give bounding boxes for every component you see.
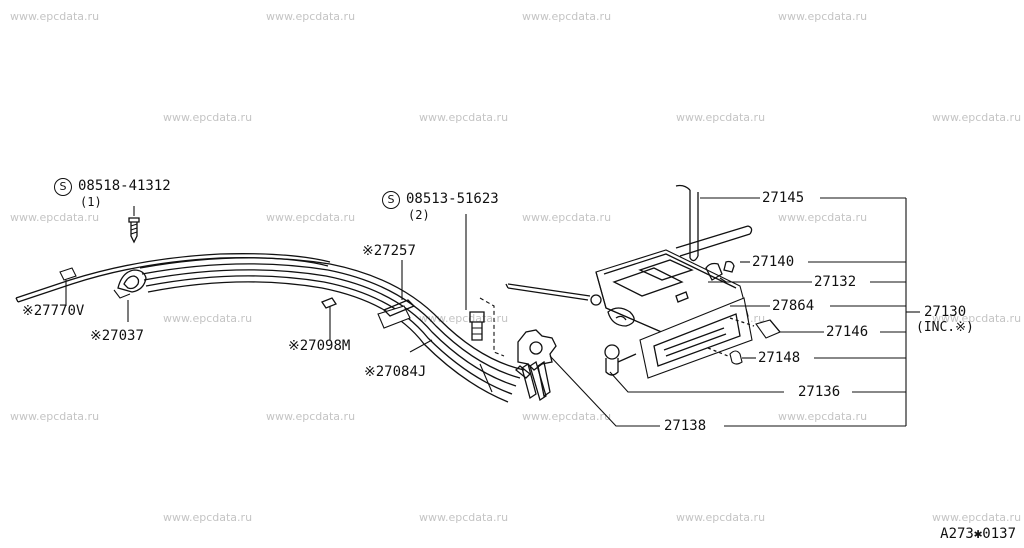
part-number-27138: 27138	[664, 418, 707, 434]
part-number-27136: 27136	[798, 384, 841, 400]
part-27136-drawing	[604, 344, 784, 393]
watermark: www.epcdata.ru	[932, 111, 1022, 124]
standard-part-mark-icon: S	[382, 191, 400, 209]
lever-27138-drawing	[517, 329, 660, 427]
standard-part-mark-icon: S	[54, 178, 72, 196]
part-number-27037: ※27037	[90, 328, 144, 344]
watermark: www.epcdata.ru	[163, 511, 253, 524]
quantity-08518-41312: (1)	[80, 195, 102, 209]
cable-27770v-drawing	[15, 253, 331, 306]
part-number-27148: 27148	[758, 350, 801, 366]
part-number-27132: 27132	[814, 274, 857, 290]
watermark: www.epcdata.ru	[10, 10, 100, 23]
watermark: www.epcdata.ru	[419, 111, 509, 124]
watermark: www.epcdata.ru	[676, 511, 766, 524]
watermark: www.epcdata.ru	[10, 410, 100, 423]
watermark: www.epcdata.ru	[266, 211, 356, 224]
control-rod-drawing	[505, 283, 602, 306]
screw-08513-51623-drawing	[465, 214, 505, 357]
part-number-27145: 27145	[762, 190, 805, 206]
watermark: www.epcdata.ru	[522, 211, 612, 224]
watermark: www.epcdata.ru	[778, 10, 868, 23]
rod-27145-drawing	[675, 184, 699, 262]
watermark: www.epcdata.ru	[10, 211, 100, 224]
watermark: www.epcdata.ru	[932, 511, 1022, 524]
watermark: www.epcdata.ru	[522, 10, 612, 23]
watermark: www.epcdata.ru	[266, 10, 356, 23]
part-number-08513-51623: 08513-51623	[406, 191, 499, 207]
part-number-27770v: ※27770V	[22, 303, 85, 319]
knob-27148-drawing	[707, 347, 743, 365]
part-number-08518-41312: 08518-41312	[78, 178, 171, 194]
part-note-27130: (INC.※)	[916, 320, 974, 335]
part-number-27130: 27130	[924, 304, 967, 320]
watermark: www.epcdata.ru	[522, 410, 612, 423]
clip-27037-drawing	[113, 269, 147, 322]
watermark: www.epcdata.ru	[266, 410, 356, 423]
clamp-27257-drawing	[377, 260, 416, 329]
clip-27098m-drawing	[321, 297, 337, 340]
cable-bundle-drawing	[139, 257, 551, 403]
screw-08518-41312-drawing	[128, 206, 140, 244]
part-number-27146: 27146	[826, 324, 869, 340]
watermark: www.epcdata.ru	[419, 511, 509, 524]
watermark: www.epcdata.ru	[163, 312, 253, 325]
diagram-reference-code: A273✱0137	[940, 526, 1016, 542]
part-number-27864: 27864	[772, 298, 815, 314]
watermark: www.epcdata.ru	[676, 111, 766, 124]
lever-27140-drawing	[675, 225, 753, 257]
part-number-27140: 27140	[752, 254, 795, 270]
control-assembly-drawing	[595, 249, 753, 379]
part-number-27098m: ※27098M	[288, 338, 351, 354]
quantity-08513-51623: (2)	[408, 208, 430, 222]
watermark: www.epcdata.ru	[778, 410, 868, 423]
watermark: www.epcdata.ru	[778, 211, 868, 224]
watermark: www.epcdata.ru	[163, 111, 253, 124]
part-number-27257: ※27257	[362, 243, 416, 259]
part-number-27084j: ※27084J	[364, 364, 427, 380]
watermark: www.epcdata.ru	[932, 312, 1022, 325]
leader-lines	[700, 197, 920, 427]
